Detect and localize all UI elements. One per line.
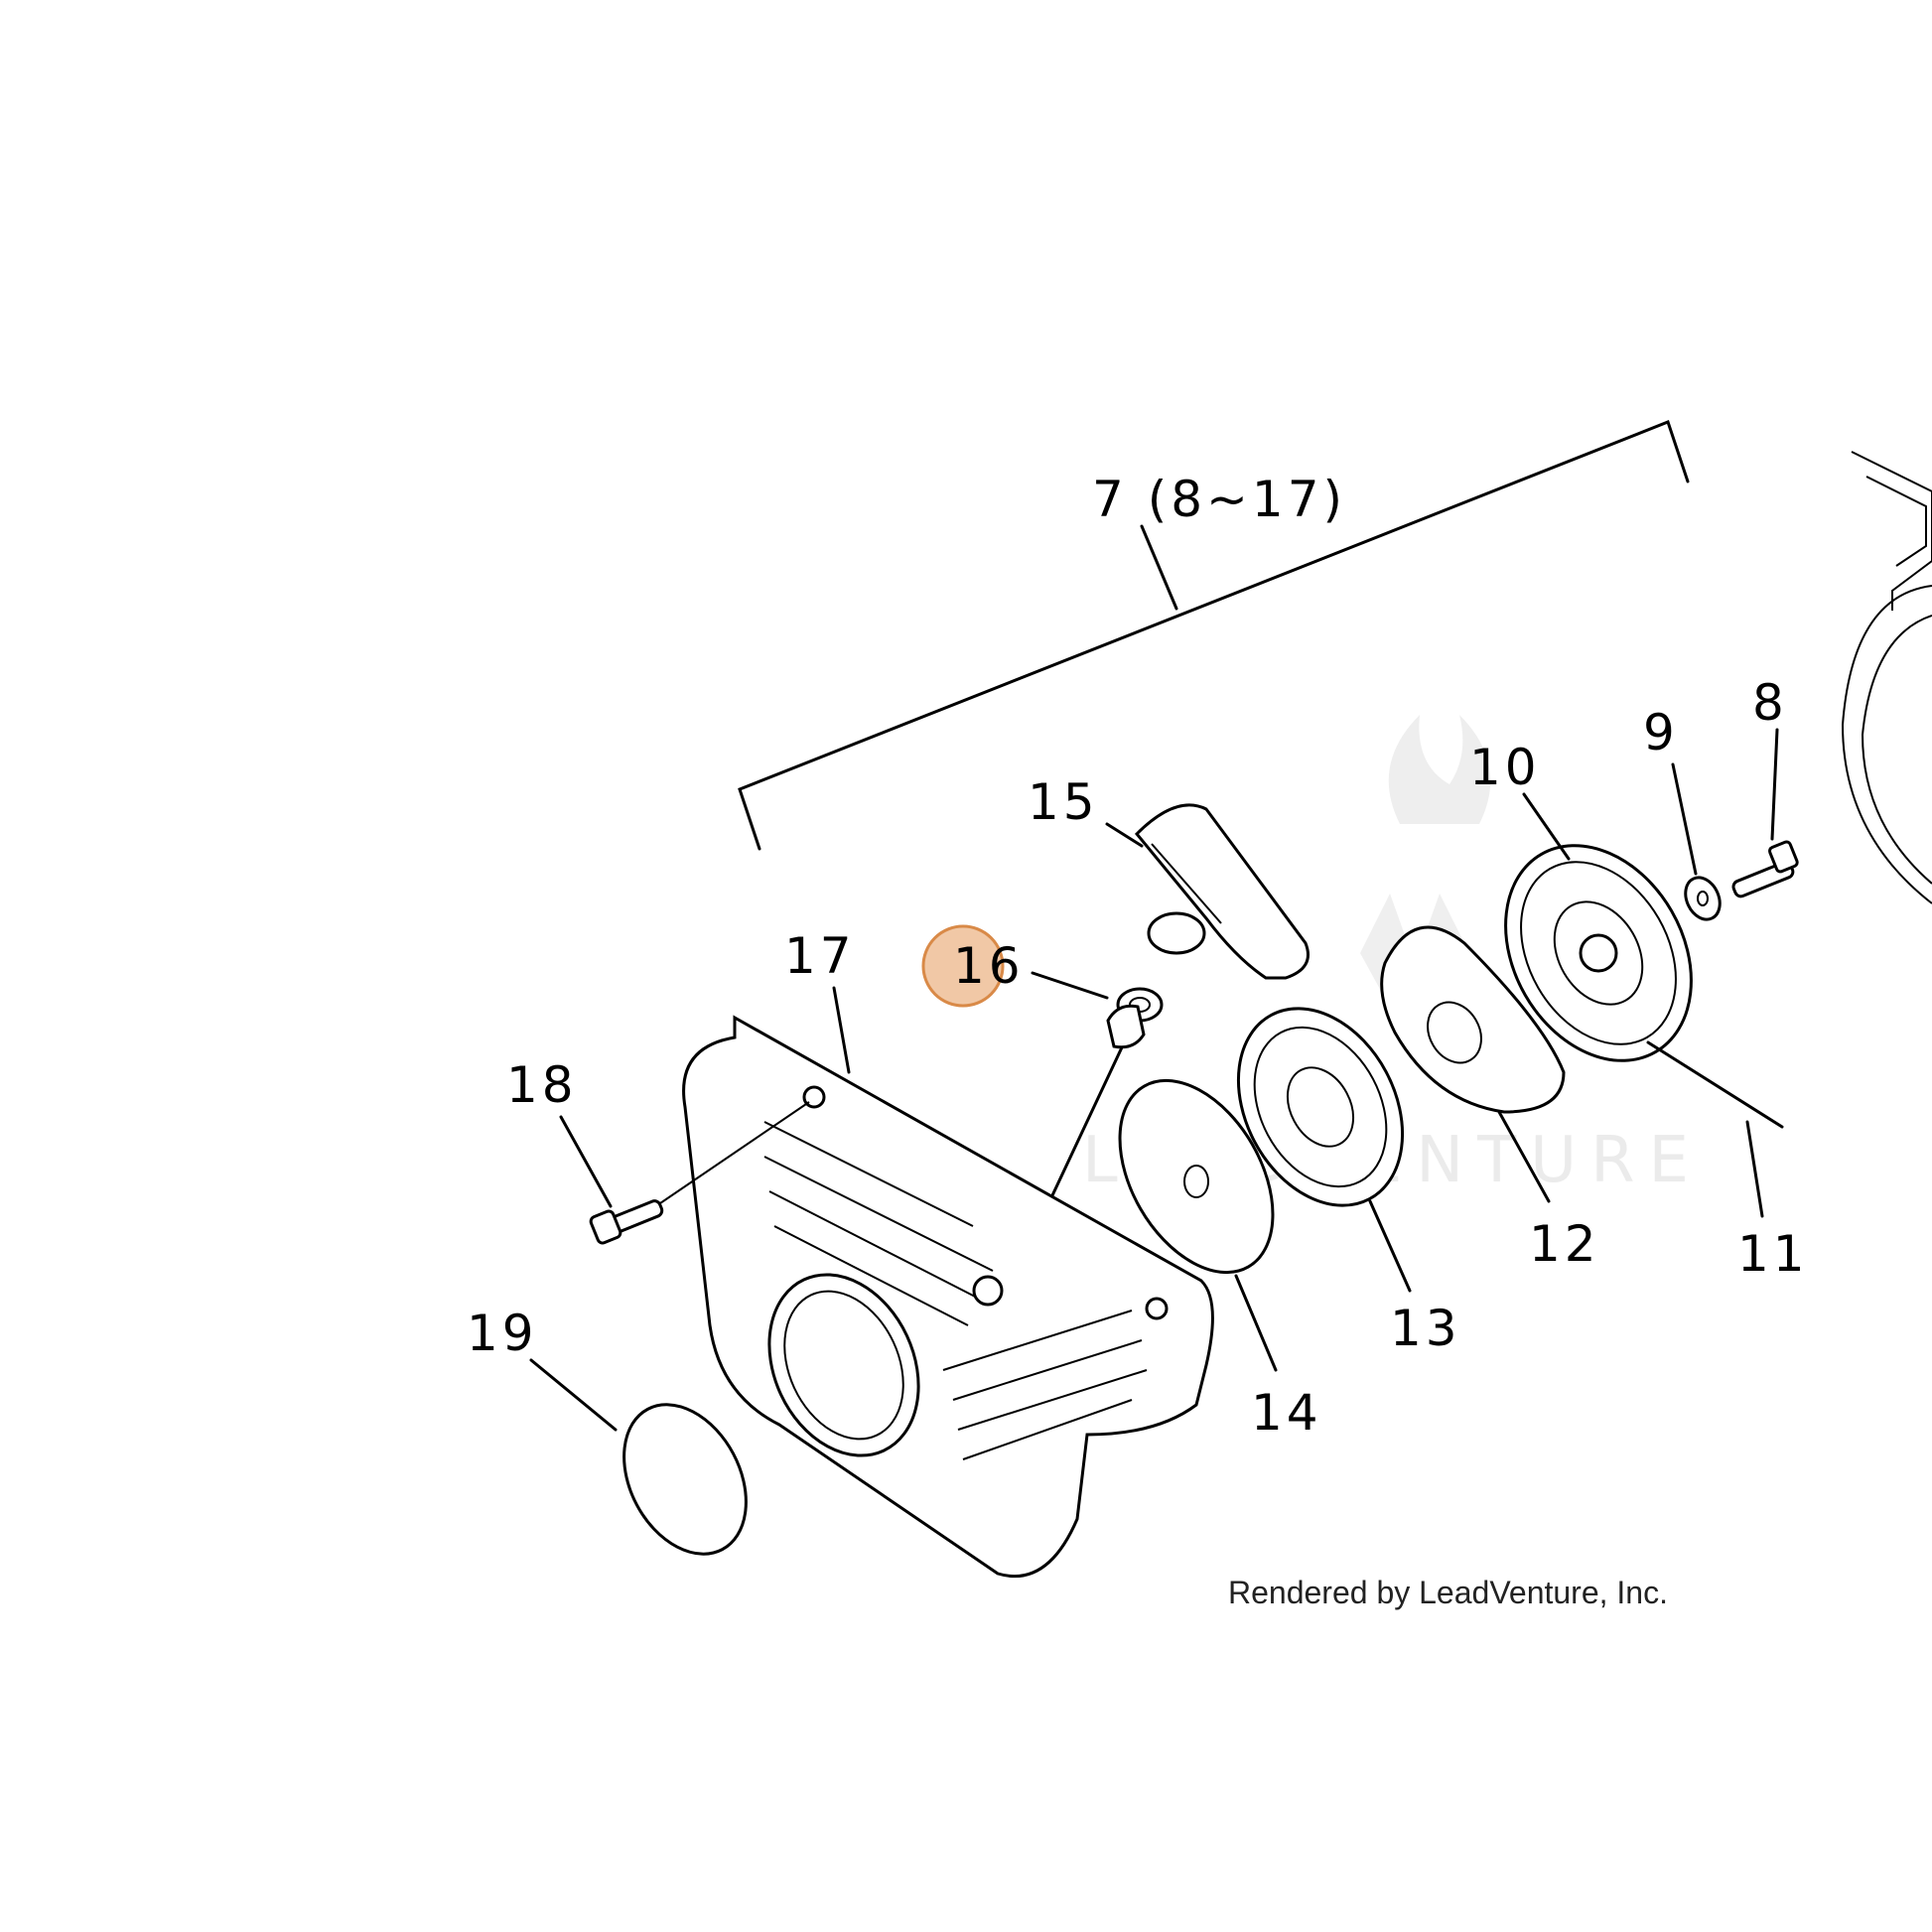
render-credit: Rendered by LeadVenture, Inc. xyxy=(1228,1575,1668,1610)
part-11-rope[interactable] xyxy=(1646,1040,1784,1218)
callout-9[interactable]: 9 xyxy=(1643,704,1679,761)
callout-19[interactable]: 19 xyxy=(467,1305,538,1362)
callout-12[interactable]: 12 xyxy=(1529,1215,1600,1273)
callout-10[interactable]: 10 xyxy=(1469,739,1541,796)
part-18-bolt[interactable] xyxy=(559,1101,810,1245)
callout-11[interactable]: 11 xyxy=(1737,1225,1809,1283)
part-15-starter-handle[interactable] xyxy=(1105,803,1310,980)
part-8-bolt[interactable] xyxy=(1731,728,1799,898)
part-19-o-ring[interactable] xyxy=(529,1358,770,1575)
callout-13[interactable]: 13 xyxy=(1390,1300,1461,1357)
callout-14[interactable]: 14 xyxy=(1251,1384,1322,1442)
part-10-pulley[interactable] xyxy=(1468,792,1728,1094)
crankcase-fragment xyxy=(1841,451,1932,904)
callout-17[interactable]: 17 xyxy=(784,927,856,985)
part-9-washer[interactable] xyxy=(1671,762,1726,925)
callout-16[interactable]: 16 xyxy=(953,937,1025,995)
part-17-starter-housing[interactable] xyxy=(682,986,1214,1579)
callout-15[interactable]: 15 xyxy=(1028,773,1099,831)
part-14-disc[interactable] xyxy=(1088,1054,1305,1372)
callout-18[interactable]: 18 xyxy=(506,1056,578,1114)
callout-group-7[interactable]: 7 (8~17) xyxy=(1092,471,1346,528)
callout-8[interactable]: 8 xyxy=(1752,674,1788,732)
group-bracket xyxy=(738,420,1690,851)
part-13-spring-case[interactable] xyxy=(1205,980,1435,1293)
part-12-plate[interactable] xyxy=(1380,925,1566,1203)
callout-16-highlight xyxy=(921,924,1005,1008)
